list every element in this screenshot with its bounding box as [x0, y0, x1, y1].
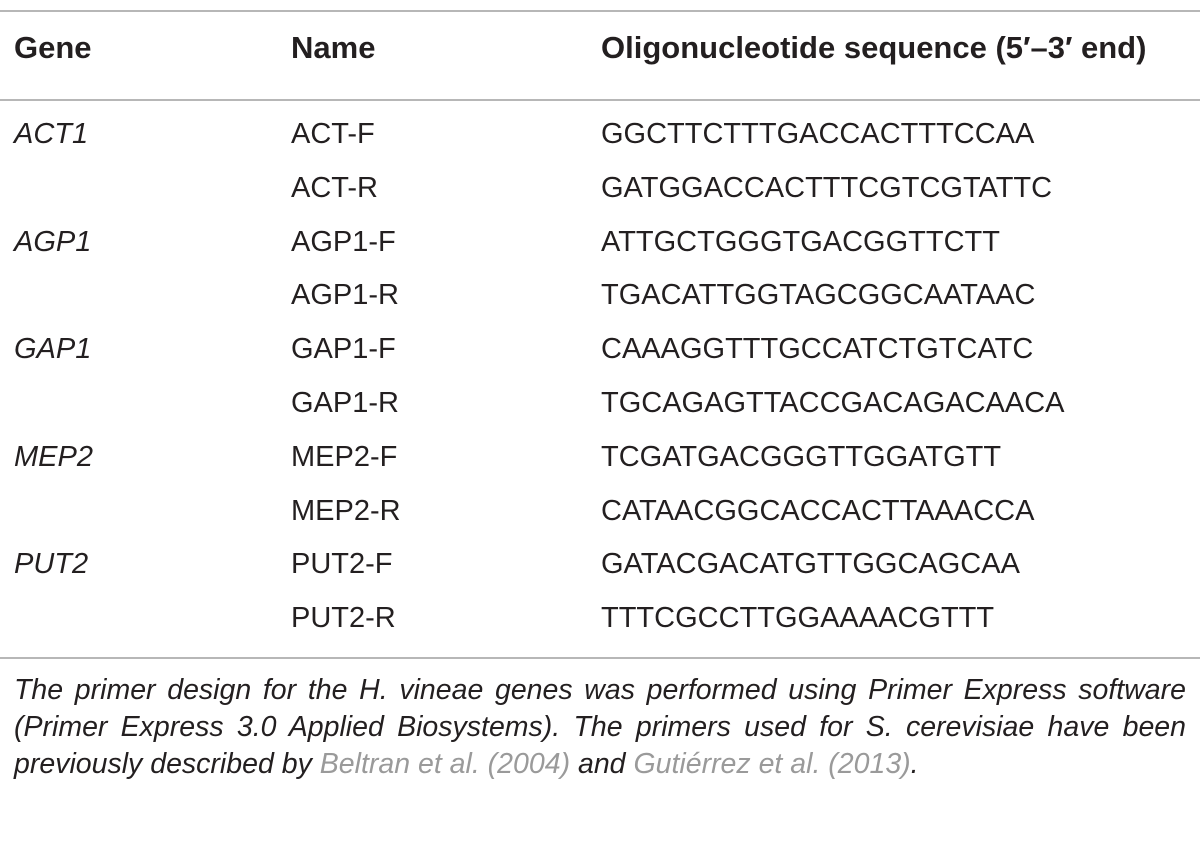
table-row: AGP1 AGP1-F ATTGCTGGGTGACGGTTCTT — [0, 216, 1200, 270]
table-row: MEP2 MEP2-F TCGATGACGGGTTGGATGTT — [0, 431, 1200, 485]
header-name: Name — [291, 30, 376, 65]
gene-cell: MEP2 — [14, 440, 93, 473]
primer-name-cell: PUT2-F — [291, 548, 393, 581]
table-row: ACT1 ACT-F GGCTTCTTTGACCACTTTCCAA — [0, 108, 1200, 162]
footnote-text: and — [570, 748, 634, 780]
sequence-cell: GGCTTCTTTGACCACTTTCCAA — [601, 118, 1035, 150]
table-body: ACT1 ACT-F GGCTTCTTTGACCACTTTCCAA ACT-R … — [0, 108, 1200, 646]
primer-name-cell: AGP1-F — [291, 225, 396, 258]
primer-name-cell: MEP2-F — [291, 440, 398, 473]
primer-name-cell: PUT2-R — [291, 602, 396, 635]
reference-link-beltran[interactable]: Beltran et al. (2004) — [319, 748, 571, 780]
sequence-cell: TCGATGACGGGTTGGATGTT — [601, 440, 1002, 473]
gene-cell: ACT1 — [14, 118, 89, 150]
sequence-cell: CATAACGGCACCACTTAAACCA — [601, 494, 1035, 527]
footnote-text: The primer design for the H. vineae gene… — [14, 674, 1186, 780]
primer-name-cell: ACT-R — [291, 171, 378, 204]
table-row: GAP1 GAP1-F CAAAGGTTTGCCATCTGTCATC — [0, 323, 1200, 377]
table-row: PUT2-R TTTCGCCTTGGAAAACGTTT — [0, 592, 1200, 646]
table-bottom-rule — [0, 657, 1200, 659]
primer-name-cell: GAP1-R — [291, 386, 399, 419]
sequence-cell: GATGGACCACTTTCGTCGTATTC — [601, 171, 1053, 204]
table-header-rule — [0, 99, 1200, 101]
table-top-rule — [0, 10, 1200, 12]
gene-cell: GAP1 — [14, 333, 92, 366]
primer-name-cell: MEP2-R — [291, 494, 401, 527]
table-footnote: The primer design for the H. vineae gene… — [14, 672, 1186, 783]
table-row: GAP1-R TGCAGAGTTACCGACAGACAACA — [0, 377, 1200, 431]
sequence-cell: GATACGACATGTTGGCAGCAA — [601, 548, 1020, 581]
header-sequence: Oligonucleotide sequence (5′–3′ end) — [601, 30, 1147, 65]
table-row: ACT-R GATGGACCACTTTCGTCGTATTC — [0, 162, 1200, 216]
gene-cell: PUT2 — [14, 548, 89, 581]
gene-cell: AGP1 — [14, 225, 92, 258]
sequence-cell: CAAAGGTTTGCCATCTGTCATC — [601, 333, 1034, 366]
sequence-cell: TGCAGAGTTACCGACAGACAACA — [601, 386, 1065, 419]
header-gene: Gene — [14, 30, 92, 65]
sequence-cell: TTTCGCCTTGGAAAACGTTT — [601, 602, 995, 635]
sequence-cell: ATTGCTGGGTGACGGTTCTT — [601, 225, 1000, 258]
table-row: MEP2-R CATAACGGCACCACTTAAACCA — [0, 485, 1200, 539]
primer-name-cell: ACT-F — [291, 118, 375, 150]
reference-link-gutierrez[interactable]: Gutiérrez et al. (2013) — [633, 748, 911, 780]
primer-name-cell: AGP1-R — [291, 279, 399, 312]
table-header-row: Gene Name Oligonucleotide sequence (5′–3… — [0, 30, 1200, 80]
table-row: PUT2 PUT2-F GATACGACATGTTGGCAGCAA — [0, 538, 1200, 592]
sequence-cell: TGACATTGGTAGCGGCAATAAC — [601, 279, 1036, 312]
table-row: AGP1-R TGACATTGGTAGCGGCAATAAC — [0, 269, 1200, 323]
footnote-text: . — [910, 748, 919, 780]
primer-name-cell: GAP1-F — [291, 333, 396, 366]
